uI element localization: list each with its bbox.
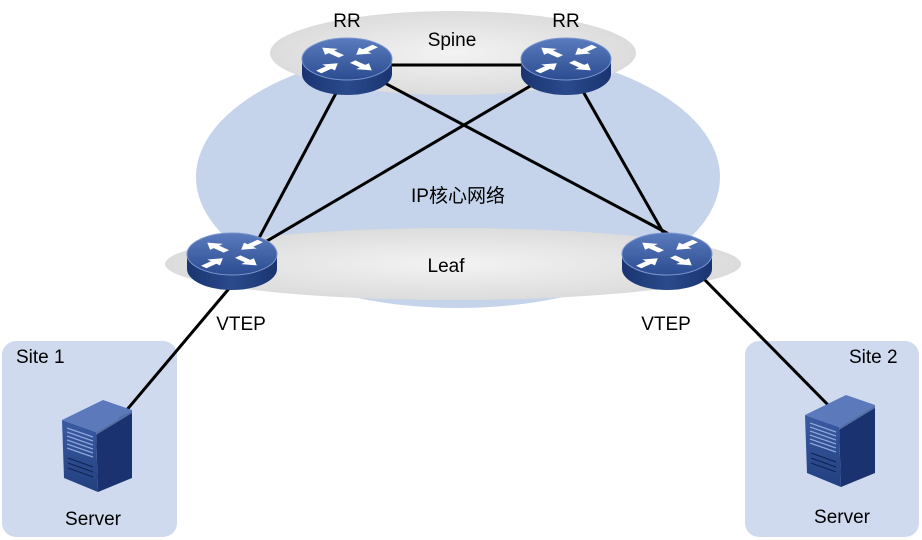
links <box>118 61 837 420</box>
spine-layer-label: Spine <box>428 30 477 51</box>
spine-node-left[interactable] <box>301 37 393 96</box>
link-vtep-left-server-left <box>118 283 234 420</box>
spine-node-right[interactable] <box>520 37 612 96</box>
leaf-node-right-label: VTEP <box>641 314 691 335</box>
site-2-label: Site 2 <box>849 347 898 368</box>
site-2-server-label: Server <box>814 507 871 528</box>
core-network-label: IP核心网络 <box>411 185 505 207</box>
link-rr-right-vtep-right <box>566 63 678 257</box>
link-vtep-right-server-right <box>698 273 837 414</box>
link-rr-left-vtep-right <box>345 61 669 235</box>
site-1-label: Site 1 <box>16 347 65 368</box>
leaf-node-left-label: VTEP <box>216 314 266 335</box>
leaf-node-right[interactable] <box>621 232 713 291</box>
site-1-server-label: Server <box>65 509 122 530</box>
leaf-layer-label: Leaf <box>428 256 466 277</box>
switch-icon[interactable] <box>186 232 278 291</box>
switch-icon[interactable] <box>520 37 612 96</box>
spine-node-right-label: RR <box>552 11 579 32</box>
spine-node-left-label: RR <box>333 11 360 32</box>
link-rr-left-vtep-left <box>248 61 354 257</box>
switch-icon[interactable] <box>621 232 713 291</box>
leaf-layer-area <box>165 228 741 300</box>
link-rr-right-vtep-left <box>248 63 568 253</box>
switch-icon[interactable] <box>301 37 393 96</box>
leaf-node-left[interactable] <box>186 232 278 291</box>
